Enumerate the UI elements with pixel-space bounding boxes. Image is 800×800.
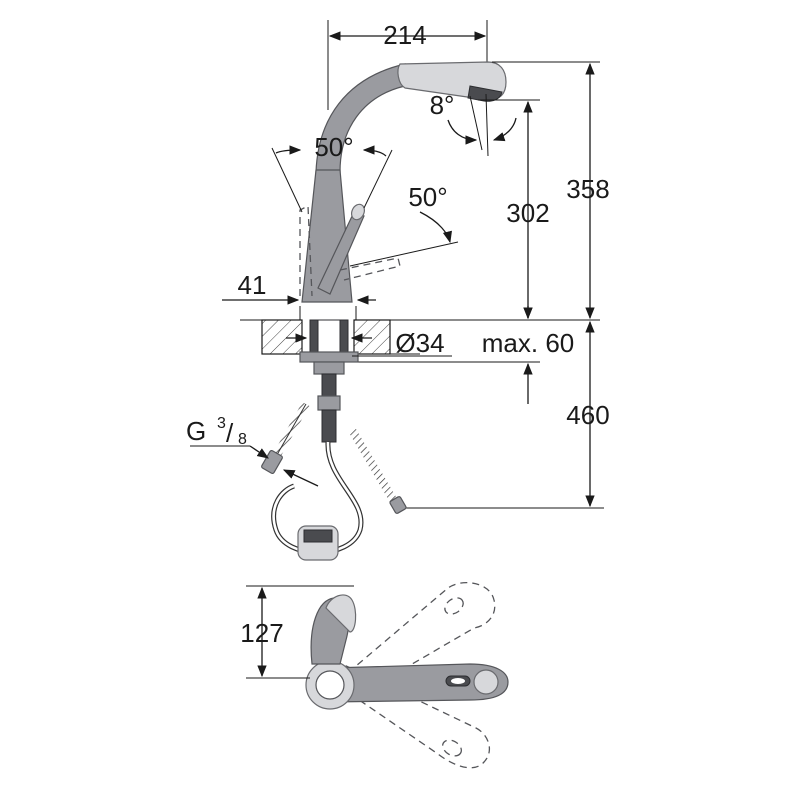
thread-prefix: G (186, 416, 206, 446)
faucet-spout (315, 61, 507, 173)
faucet-body (299, 169, 401, 303)
dim-lever-angle-left: 50° (271, 132, 393, 213)
dim-41-label: 41 (238, 270, 267, 300)
dim-358-label: 358 (566, 174, 609, 204)
dim-width-top: 214 (327, 20, 488, 110)
plan-ghost-lower (329, 663, 491, 769)
lever-ghost-right (339, 257, 401, 281)
dim-214-label: 214 (383, 20, 426, 50)
dim-302-label: 302 (506, 198, 549, 228)
dim-460-label: 460 (566, 400, 609, 430)
dim-50deg-right-label: 50° (408, 182, 447, 212)
mounting-shank (286, 319, 372, 443)
thread-denominator: 8 (238, 431, 247, 448)
dim-heights: 302 358 (478, 61, 610, 320)
supply-hose-right (348, 427, 402, 511)
dim-base-width: 41 (222, 270, 376, 320)
dim-spray-angle: 8° (430, 90, 517, 157)
dim-d34-label: Ø34 (395, 328, 444, 358)
dim-hose-length: 460 (398, 320, 610, 509)
plan-view (305, 582, 509, 769)
thread-numerator: 3 (217, 415, 226, 432)
dim-deck-thickness: max. 60 (482, 306, 575, 404)
dim-max60-label: max. 60 (482, 328, 575, 358)
lever (317, 211, 365, 295)
supply-hoses (261, 402, 407, 561)
dim-plan-depth: 127 (240, 585, 354, 679)
dim-thread: G 3 / 8 (186, 415, 319, 487)
dim-lever-angle-right: 50° (349, 182, 459, 267)
dim-8deg-label: 8° (430, 90, 455, 120)
dim-50deg-left-label: 50° (314, 132, 353, 162)
dim-127-label: 127 (240, 618, 283, 648)
plan-ghost-upper (329, 582, 496, 707)
lever-ghost-left (299, 204, 313, 297)
plan-spout (329, 663, 509, 703)
dim-hole-diameter: Ø34 (352, 328, 452, 358)
thread-slash: / (226, 418, 234, 448)
